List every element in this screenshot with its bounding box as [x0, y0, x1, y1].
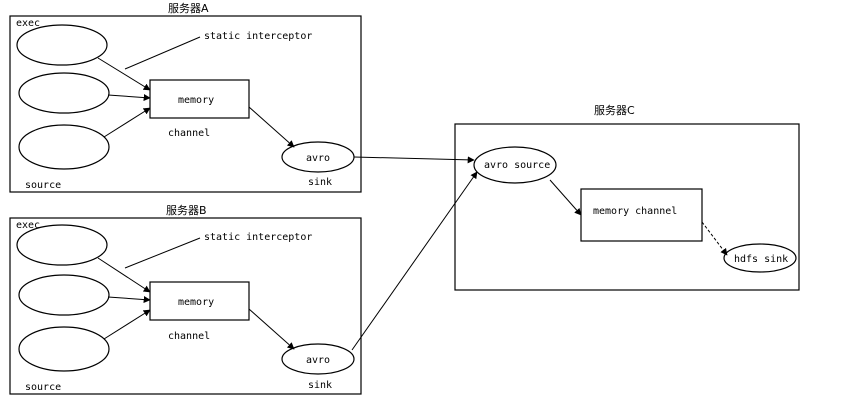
- server-a-edge-channel-to-sink: [248, 106, 295, 148]
- server-b-exec-source-3: [18, 326, 110, 372]
- server-b-edge-source2-to-channel: [107, 296, 151, 304]
- server-c-hdfs-sink-label: hdfs sink: [734, 254, 788, 265]
- server-b-source-label: source: [25, 382, 61, 393]
- server-a-channel-label: channel: [168, 128, 210, 139]
- server-a-exec-label: exec: [16, 18, 40, 29]
- edge-server-b-sink-to-server-c-source: [351, 171, 478, 351]
- server-a-sink-label: sink: [308, 177, 332, 188]
- server-b-interceptor-label: static interceptor: [204, 232, 312, 243]
- server-a-interceptor-label: static interceptor: [204, 31, 312, 42]
- server-b-edge-source3-to-channel: [103, 309, 151, 340]
- server-a-exec-source-3: [18, 124, 110, 170]
- server-b-edge-source1-to-channel: [97, 257, 151, 293]
- server-b-channel-label: channel: [168, 331, 210, 342]
- server-c-edge-channel-to-hdfs: [701, 221, 728, 256]
- server-a-memory-channel-box: [149, 79, 250, 119]
- server-a-exec-source-1: [16, 24, 108, 66]
- server-b-memory-label: memory: [178, 297, 214, 308]
- server-a-source-label: source: [25, 180, 61, 191]
- server-c-memory-channel-box: [580, 188, 703, 242]
- server-b-title: 服务器B: [166, 204, 207, 217]
- server-a-interceptor-pointer: [124, 36, 201, 70]
- server-b-exec-source-1: [16, 224, 108, 266]
- server-a-edge-source1-to-channel: [97, 57, 151, 91]
- server-a-title: 服务器A: [168, 2, 209, 15]
- server-a-edge-source3-to-channel: [103, 107, 151, 138]
- server-a-exec-source-2: [18, 72, 110, 114]
- server-b-sink-label: sink: [308, 380, 332, 391]
- server-b-interceptor-pointer: [124, 237, 201, 269]
- server-a-avro-label: avro: [306, 153, 330, 164]
- server-b-avro-sink: [281, 343, 355, 375]
- server-b-exec-label: exec: [16, 220, 40, 231]
- server-a-group: 服务器A exec memory channel avro sink sourc…: [9, 2, 362, 193]
- server-c-avro-source-label: avro source: [484, 160, 550, 171]
- server-c-title: 服务器C: [594, 104, 635, 117]
- server-b-group: 服务器B exec memory channel avro sink sourc…: [9, 204, 362, 395]
- server-c-group: 服务器C avro source memory channel hdfs sin…: [454, 104, 800, 291]
- edge-server-a-sink-to-server-c-source: [353, 156, 475, 164]
- server-a-memory-label: memory: [178, 95, 214, 106]
- server-b-avro-label: avro: [306, 355, 330, 366]
- server-b-exec-source-2: [18, 274, 110, 316]
- server-b-edge-channel-to-sink: [248, 308, 295, 350]
- server-c-hdfs-sink: [723, 243, 797, 273]
- server-c-avro-source: [473, 146, 557, 184]
- server-c-memory-channel-label: memory channel: [593, 206, 677, 217]
- server-c-edge-source-to-channel: [549, 179, 582, 216]
- server-a-edge-source2-to-channel: [107, 94, 151, 102]
